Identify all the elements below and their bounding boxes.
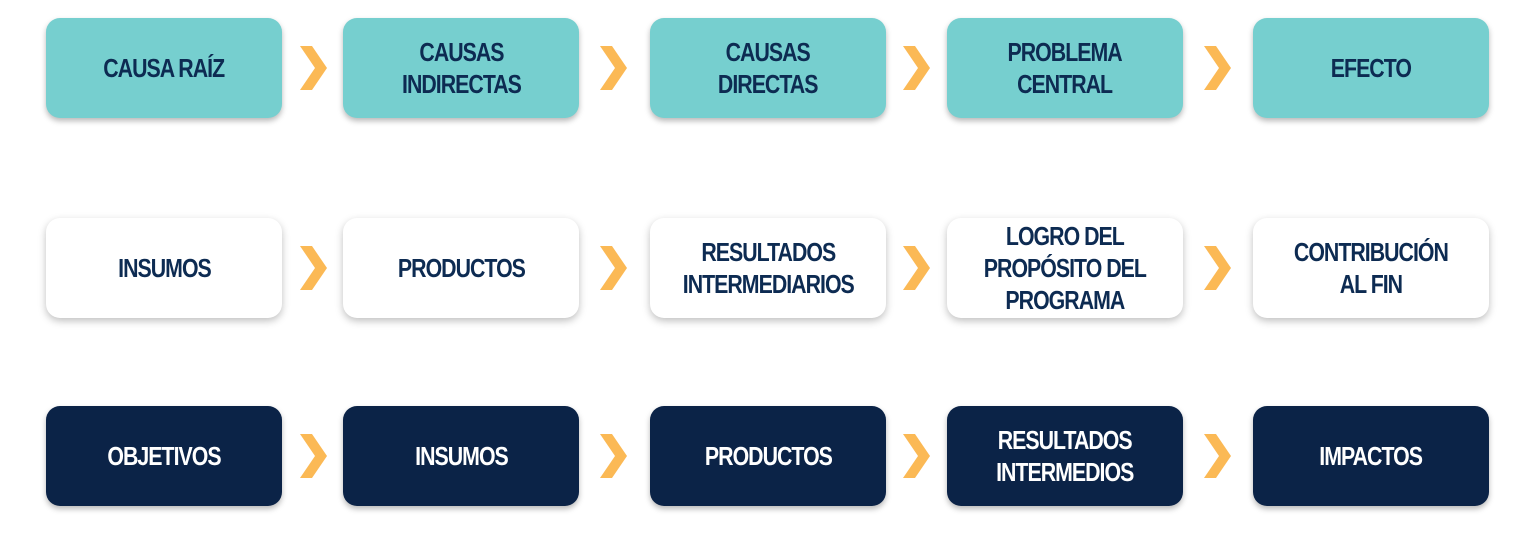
step-box: RESULTADOS INTERMEDIOS — [947, 406, 1183, 506]
step-box: PRODUCTOS — [343, 218, 579, 318]
chevron-right-icon — [901, 246, 931, 290]
step-label: PROBLEMA CENTRAL — [1007, 37, 1123, 99]
step-label: CONTRIBUCIÓN AL FIN — [1293, 237, 1449, 299]
results-chain-row: INSUMOS PRODUCTOS RESULTADOS INTERMEDIAR… — [0, 218, 1536, 318]
step-label: INSUMOS — [414, 441, 509, 471]
step-label: INSUMOS — [117, 253, 212, 283]
step-label: RESULTADOS INTERMEDIOS — [996, 425, 1134, 487]
step-box: INSUMOS — [46, 218, 282, 318]
step-box: EFECTO — [1253, 18, 1489, 118]
step-box: IMPACTOS — [1253, 406, 1489, 506]
step-box: PRODUCTOS — [650, 406, 886, 506]
step-box: PROBLEMA CENTRAL — [947, 18, 1183, 118]
step-label: OBJETIVOS — [107, 441, 221, 471]
step-box: CAUSA RAÍZ — [46, 18, 282, 118]
causal-chain-row: CAUSA RAÍZ CAUSAS INDIRECTAS CAUSAS DIRE… — [0, 18, 1536, 118]
chevron-right-icon — [298, 246, 328, 290]
step-box: CONTRIBUCIÓN AL FIN — [1253, 218, 1489, 318]
step-box: INSUMOS — [343, 406, 579, 506]
chevron-right-icon — [1202, 46, 1232, 90]
step-box: CAUSAS DIRECTAS — [650, 18, 886, 118]
step-label: CAUSAS DIRECTAS — [718, 37, 819, 99]
chevron-right-icon — [1202, 246, 1232, 290]
step-box: CAUSAS INDIRECTAS — [343, 18, 579, 118]
chevron-right-icon — [598, 46, 628, 90]
step-label: LOGRO DEL PROPÓSITO DEL PROGRAMA — [983, 221, 1147, 315]
step-label: CAUSA RAÍZ — [103, 53, 226, 83]
chevron-right-icon — [298, 46, 328, 90]
step-box: LOGRO DEL PROPÓSITO DEL PROGRAMA — [947, 218, 1183, 318]
chevron-right-icon — [901, 434, 931, 478]
step-box: RESULTADOS INTERMEDIARIOS — [650, 218, 886, 318]
step-label: PRODUCTOS — [704, 441, 832, 471]
step-label: CAUSAS INDIRECTAS — [401, 37, 522, 99]
chevron-right-icon — [1202, 434, 1232, 478]
chevron-right-icon — [598, 246, 628, 290]
chevron-right-icon — [598, 434, 628, 478]
chevron-right-icon — [901, 46, 931, 90]
chevron-right-icon — [298, 434, 328, 478]
step-label: PRODUCTOS — [397, 253, 525, 283]
step-label: RESULTADOS INTERMEDIARIOS — [682, 237, 855, 299]
step-label: EFECTO — [1330, 53, 1412, 83]
step-label: IMPACTOS — [1319, 441, 1424, 471]
step-box: OBJETIVOS — [46, 406, 282, 506]
impact-chain-row: OBJETIVOS INSUMOS PRODUCTOS RESULTADOS I… — [0, 406, 1536, 506]
